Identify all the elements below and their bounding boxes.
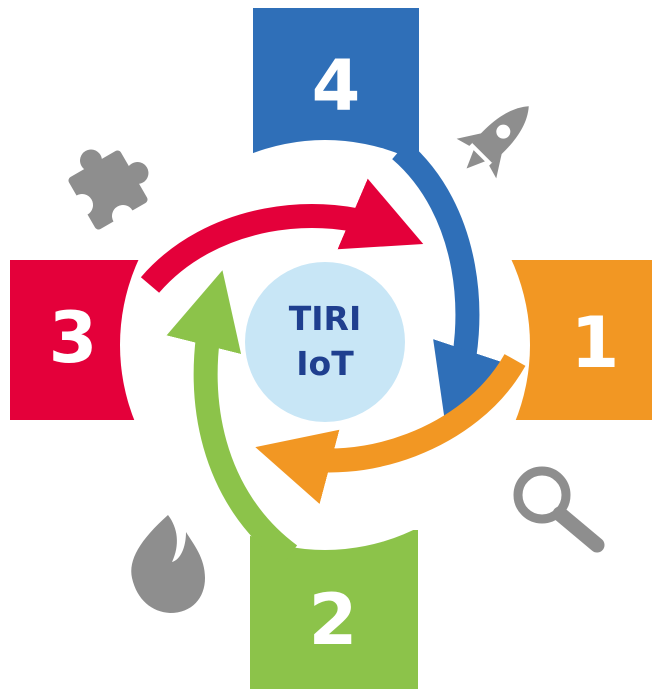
step-1-block	[510, 260, 652, 420]
arrow-blue	[391, 140, 506, 425]
center-title-line1: TIRI	[289, 299, 361, 338]
arrow-red	[140, 178, 424, 294]
rocket-icon	[456, 106, 529, 179]
arrow-green	[166, 270, 298, 565]
step-2-number: 2	[309, 579, 358, 661]
center-title-line2: IoT	[296, 344, 354, 383]
arrow-orange	[255, 353, 526, 504]
magnifier-icon	[513, 466, 605, 553]
puzzle-icon	[68, 149, 149, 230]
step-1-number: 1	[571, 302, 620, 384]
center-circle	[245, 262, 405, 422]
step-4-number: 4	[312, 45, 361, 127]
step-4-block	[253, 8, 419, 158]
flame-icon	[131, 515, 205, 613]
step-3-number: 3	[49, 297, 98, 379]
